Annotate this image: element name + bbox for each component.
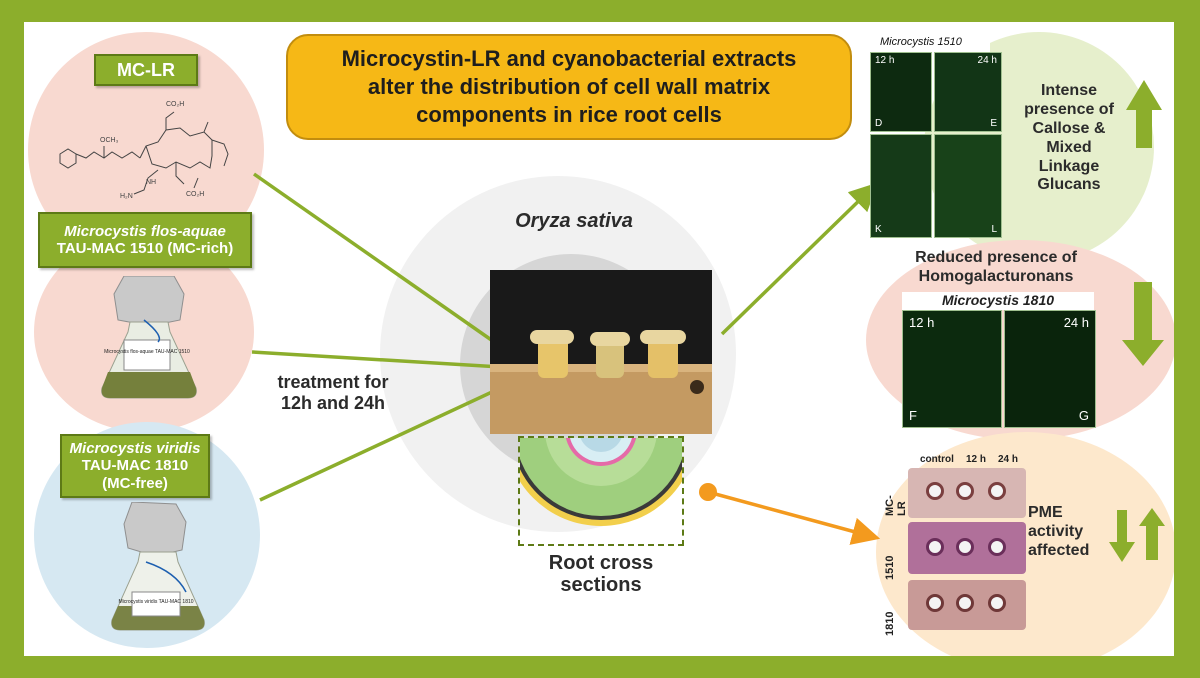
species-name-text: Oryza sativa: [515, 210, 633, 232]
root-section-text: Root cross sections: [516, 552, 686, 596]
micrograph-k-letter: K: [875, 224, 882, 235]
top-panel-title: Microcystis 1510: [866, 36, 990, 52]
micrograph-l: L: [934, 134, 1002, 238]
title-line-1: Microcystin-LR and cyanobacterial extrac…: [341, 45, 797, 71]
hg-line-1: Reduced presence of: [915, 249, 1077, 266]
micrograph-e: 24 h E: [934, 52, 1002, 132]
callose-line-3: Callose &: [1032, 119, 1106, 137]
up-arrow-icon: [1126, 80, 1162, 148]
flos-aquae-label: Microcystis flos-aquae TAU-MAC 1510 (MC-…: [38, 212, 252, 268]
mid-panel-title-text: Microcystis 1810: [941, 292, 1055, 308]
micrograph-d-letter: D: [875, 118, 883, 129]
pme-row-1810: 1810: [884, 611, 896, 636]
micrograph-g-letter: G: [1078, 408, 1089, 423]
plant-photo-icon: [490, 270, 712, 434]
micrograph-g-time: 24 h: [1063, 315, 1089, 330]
pme-down-arrow-icon: [1109, 510, 1135, 562]
title-line-2: alter the distribution of cell wall matr…: [367, 73, 771, 99]
pme-plate-1: [908, 468, 1026, 518]
diagram-canvas: Microcystin-LR and cyanobacterial extrac…: [24, 22, 1174, 656]
flask-icon: Microcystis viridis TAU-MAC 1810: [111, 502, 205, 631]
micrograph-f: 12 h F: [902, 310, 1002, 428]
root-line-2: sections: [560, 574, 642, 596]
arrow-mclr-to-plant: [252, 172, 529, 367]
down-arrow-icon: [1122, 282, 1164, 366]
hg-text: Reduced presence of Homogalacturonans: [896, 248, 1096, 286]
viridis-label: Microcystis viridis TAU-MAC 1810 (MC-fre…: [60, 434, 210, 498]
arrow-flos-to-plant: [251, 350, 529, 381]
pme-column-headers: control 12 h 24 h: [920, 454, 1030, 468]
mclr-label-text: MC-LR: [117, 59, 175, 80]
treatment-line-1: treatment for: [277, 372, 389, 392]
micrograph-e-letter: E: [990, 118, 997, 129]
orange-dot: [699, 483, 717, 501]
callose-text: Intense presence of Callose & Mixed Link…: [1014, 82, 1124, 195]
micrograph-l-letter: L: [991, 224, 997, 235]
pme-col-24h: 24 h: [998, 454, 1019, 465]
top-panel-title-text: Microcystis 1510: [880, 36, 962, 48]
micrograph-e-time: 24 h: [977, 55, 997, 66]
pme-plate-3: [908, 580, 1026, 630]
callose-line-2: presence of: [1024, 100, 1114, 118]
nh2-text: H₂N: [120, 193, 133, 200]
root-section-icon: [518, 436, 684, 546]
arrow-root-to-pme: [707, 490, 881, 545]
pme-row-labels: MC-LR 1510 1810: [884, 470, 908, 640]
flask-2-label: Microcystis viridis TAU-MAC 1810: [118, 599, 193, 605]
callose-line-6: Glucans: [1037, 176, 1101, 194]
pme-col-12h: 12 h: [966, 454, 987, 465]
pme-up-arrow-icon: [1139, 508, 1165, 560]
viridis-note: (MC-free): [102, 474, 168, 492]
molecule-structure-icon: OCH₃ CO₂H CO₂H H₂N NH: [59, 101, 229, 200]
flos-strain: TAU-MAC 1510 (MC-rich): [56, 240, 234, 257]
pme-line-2: activity: [1028, 522, 1084, 540]
micrograph-d: 12 h D: [870, 52, 932, 132]
viridis-strain: TAU-MAC 1810: [81, 457, 189, 475]
species-name: Oryza sativa: [494, 210, 654, 233]
och3-text: OCH₃: [100, 137, 119, 144]
callose-line-5: Linkage: [1038, 157, 1100, 175]
arrow-plant-to-micrographs: [720, 182, 878, 336]
flos-name: Microcystis flos-aquae: [64, 222, 226, 240]
callose-line-4: Mixed: [1046, 138, 1092, 156]
co2h-top-text: CO₂H: [166, 101, 184, 108]
flask-1-label: Microcystis flos-aquae TAU-MAC 1510: [104, 349, 190, 355]
pme-col-control: control: [920, 454, 954, 465]
viridis-name: Microcystis viridis: [69, 440, 201, 458]
treatment-line-2: 12h and 24h: [280, 392, 386, 413]
co2h-bottom-text: CO₂H: [186, 191, 204, 198]
micrograph-g: 24 h G: [1004, 310, 1096, 428]
nh-text: NH: [146, 179, 156, 186]
title-line-3: components in rice root cells: [416, 102, 722, 128]
hg-line-2: Homogalacturonans: [918, 268, 1074, 286]
micrograph-f-time: 12 h: [909, 315, 935, 330]
micrograph-f-letter: F: [909, 408, 917, 423]
pme-text: PME activity affected: [1028, 504, 1110, 561]
pme-line-3: affected: [1028, 541, 1090, 559]
micrograph-k: K: [870, 134, 932, 238]
callose-line-1: Intense: [1040, 82, 1097, 99]
main-title: Microcystin-LR and cyanobacterial extrac…: [286, 34, 852, 140]
pme-row-1510: 1510: [884, 555, 896, 580]
root-line-1: Root cross: [548, 552, 654, 574]
connector-arrows: [251, 80, 1165, 562]
micrograph-d-time: 12 h: [875, 55, 895, 66]
flask-icon: Microcystis flos-aquae TAU-MAC 1510: [101, 276, 197, 399]
arrow-viridis-to-plant: [259, 372, 532, 502]
treatment-text: treatment for 12h and 24h: [258, 372, 408, 413]
pme-line-1: PME: [1028, 504, 1063, 521]
pme-plate-2: [908, 522, 1026, 574]
pme-row-mclr: MC-LR: [884, 495, 908, 516]
mid-panel-title: Microcystis 1810: [902, 292, 1094, 310]
mclr-label: MC-LR: [94, 54, 198, 86]
